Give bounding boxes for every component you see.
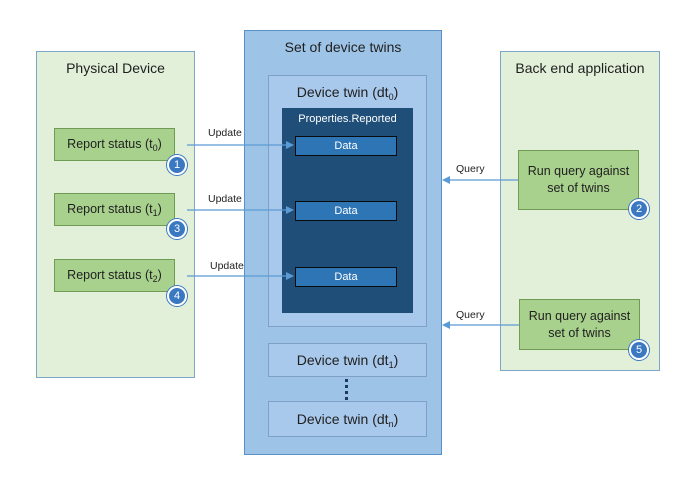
device-twins-set-title: Set of device twins <box>284 39 402 55</box>
report-status-box-t2: Report status (t2) <box>54 259 175 292</box>
data-box-2: Data <box>295 201 397 221</box>
update-label-2: Update <box>208 193 242 205</box>
report-status-box-t1: Report status (t1) <box>54 193 175 226</box>
backend-app-title: Back end application <box>515 60 645 76</box>
update-label-3: Update <box>210 260 244 272</box>
vertical-ellipsis <box>345 379 349 400</box>
data-box-1: Data <box>295 136 397 156</box>
step-badge-1: 1 <box>167 155 187 175</box>
step-badge-3: 3 <box>167 219 187 239</box>
device-twin-dt1: Device twin (dt1) <box>268 343 427 377</box>
properties-reported-label: Properties.Reported <box>298 113 397 125</box>
device-twin-dtn-title: Device twin (dtn) <box>296 411 399 429</box>
query-label-2: Query <box>456 309 485 321</box>
device-twin-dtn: Device twin (dtn) <box>268 401 427 437</box>
query-label-1: Query <box>456 163 485 175</box>
report-status-label: Report status (t0) <box>67 137 162 153</box>
report-status-label: Report status (t2) <box>67 268 162 284</box>
device-twin-dt0-title: Device twin (dt0) <box>296 84 399 102</box>
update-label-1: Update <box>208 127 242 139</box>
report-status-box-t0: Report status (t0) <box>54 128 175 161</box>
data-box-3: Data <box>295 267 397 287</box>
step-badge-4: 4 <box>167 286 187 306</box>
physical-device-title: Physical Device <box>66 60 165 76</box>
step-badge-5: 5 <box>629 340 649 360</box>
device-twin-dt1-title: Device twin (dt1) <box>296 352 399 370</box>
report-status-label: Report status (t1) <box>67 202 162 218</box>
step-badge-2: 2 <box>629 199 649 219</box>
